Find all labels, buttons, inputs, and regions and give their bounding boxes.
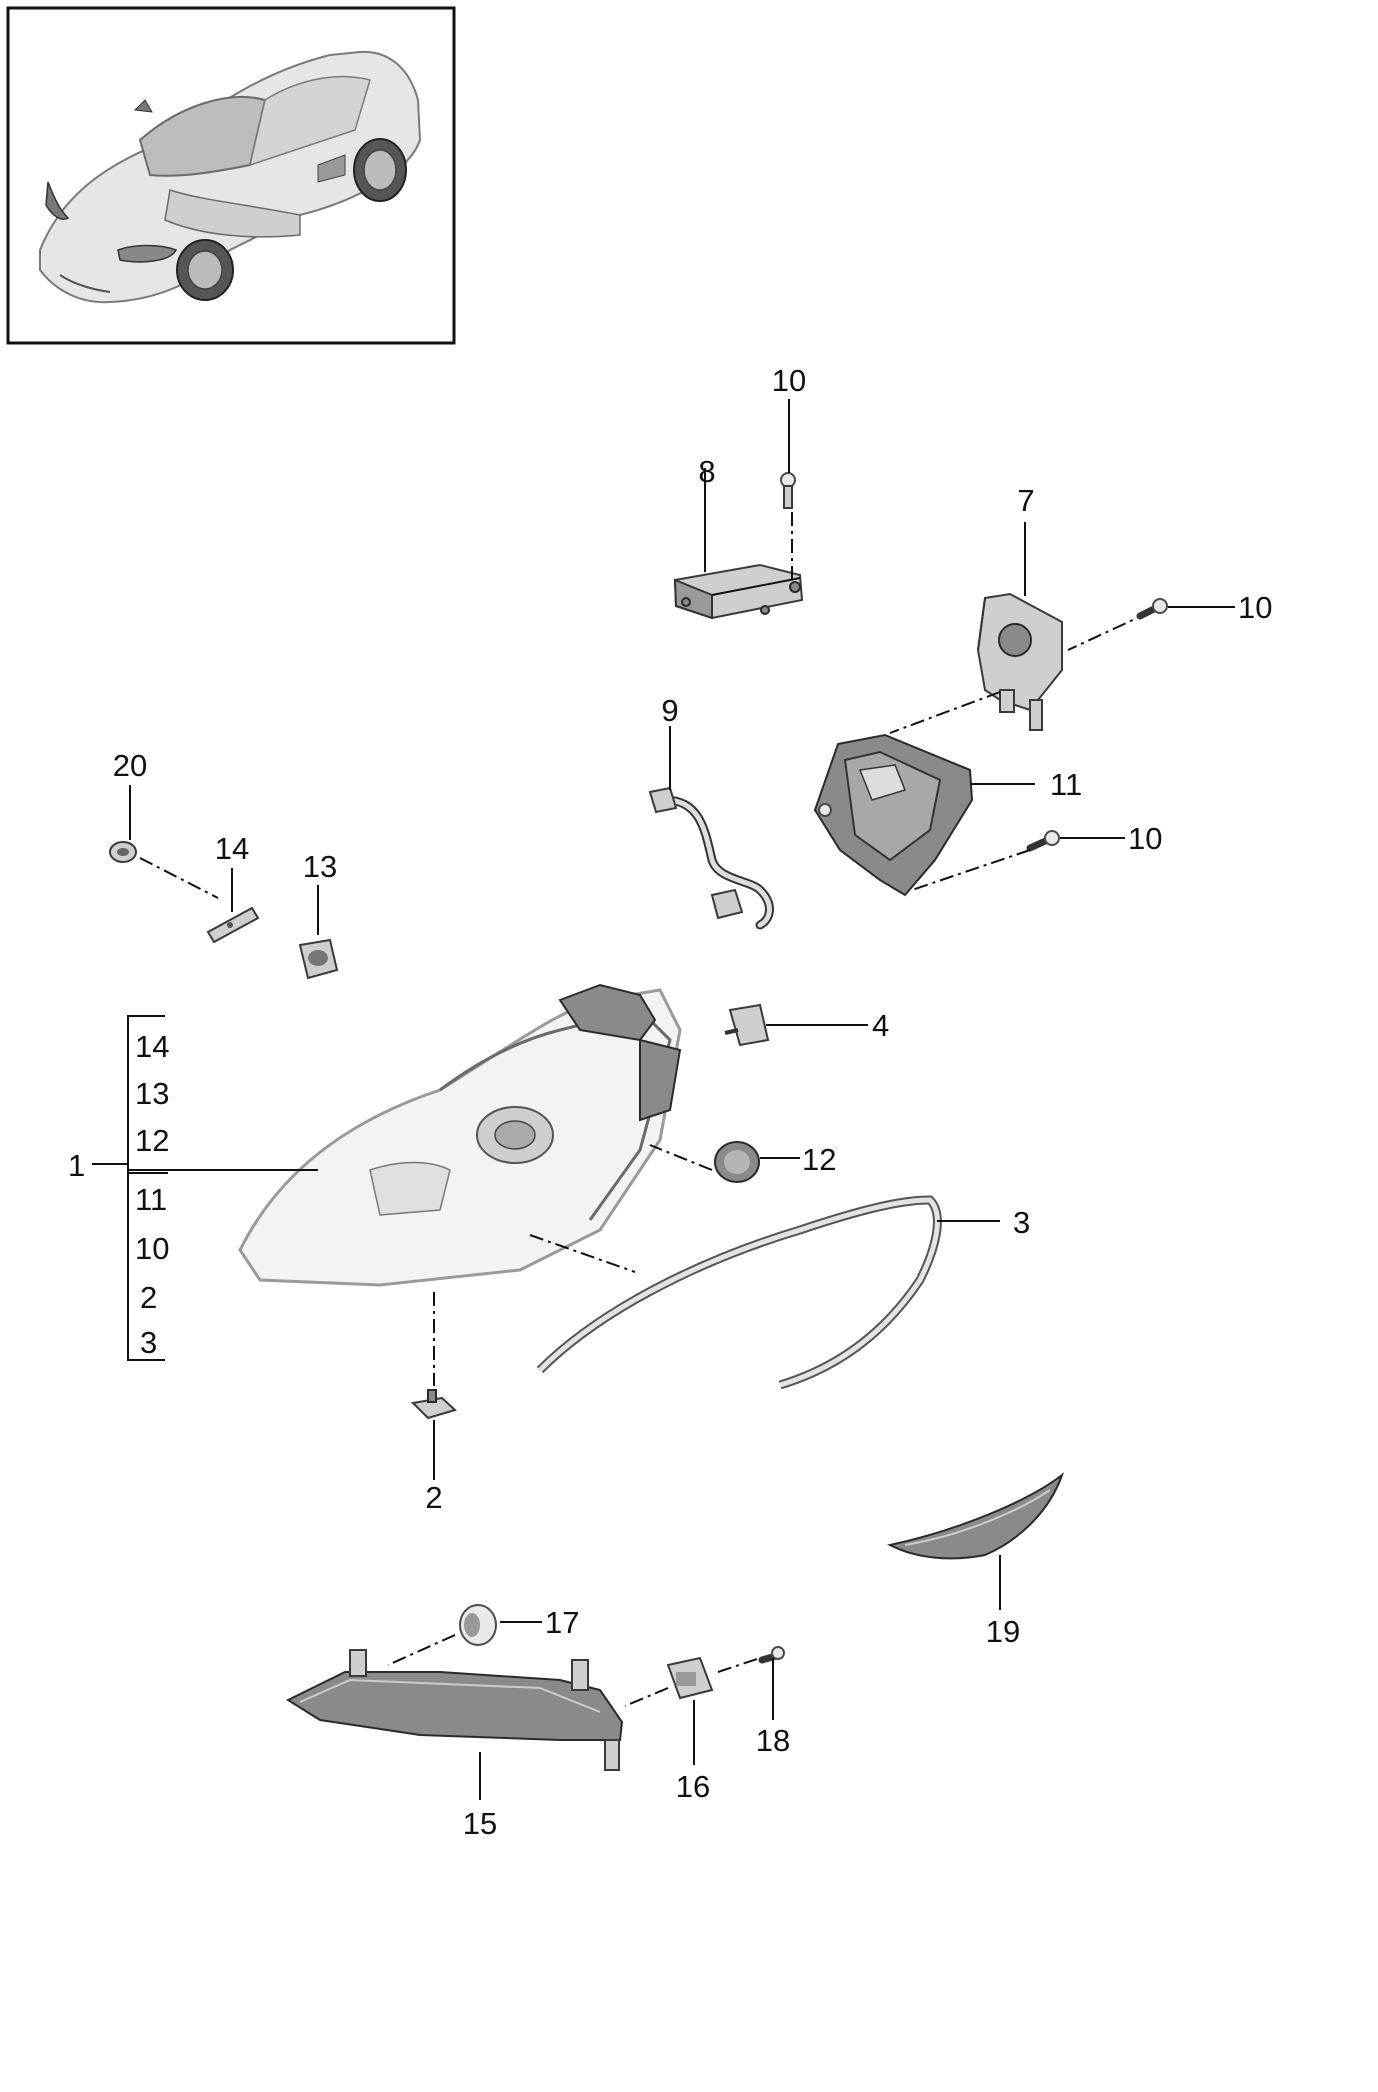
callout-15: 15 xyxy=(463,1806,497,1841)
assembly-item: 12 xyxy=(135,1123,169,1158)
vehicle-thumbnail xyxy=(6,6,456,345)
assembly-item: 10 xyxy=(135,1231,169,1266)
callout-10-top: 10 xyxy=(772,363,806,398)
callout-2: 2 xyxy=(425,1480,442,1515)
callout-7: 7 xyxy=(1017,483,1034,518)
callout-10-right: 10 xyxy=(1238,590,1272,625)
part-headlight xyxy=(238,983,682,1287)
part-screw xyxy=(780,472,796,509)
callout-13: 13 xyxy=(303,849,337,884)
callout-10-lower: 10 xyxy=(1128,821,1162,856)
callout-11: 11 xyxy=(1050,767,1082,802)
part-control-unit xyxy=(673,563,804,620)
part-daytime-light xyxy=(285,1649,624,1771)
callout-14: 14 xyxy=(215,831,249,866)
part-grommet xyxy=(109,841,137,863)
assembly-item: 3 xyxy=(140,1325,157,1360)
callout-3: 3 xyxy=(1013,1205,1030,1240)
callout-18: 18 xyxy=(756,1723,790,1758)
callout-1: 1 xyxy=(68,1148,85,1183)
part-bulb xyxy=(724,1003,770,1047)
part-screw xyxy=(1136,598,1168,620)
callout-8: 8 xyxy=(698,454,715,489)
part-clip-nut xyxy=(410,1389,457,1420)
part-socket xyxy=(666,1656,714,1700)
callout-17: 17 xyxy=(545,1605,579,1640)
assembly-item: 11 xyxy=(135,1182,167,1217)
part-bracket xyxy=(976,592,1063,731)
callout-20: 20 xyxy=(113,748,147,783)
assembly-list xyxy=(92,1015,318,1361)
callout-19: 19 xyxy=(986,1614,1020,1649)
part-housing xyxy=(813,733,974,897)
part-seal xyxy=(536,1195,942,1390)
callout-16: 16 xyxy=(676,1769,710,1804)
assembly-item: 13 xyxy=(135,1076,169,1111)
callout-12: 12 xyxy=(802,1142,836,1177)
part-cover-cap xyxy=(714,1141,760,1183)
part-clip xyxy=(206,906,260,944)
part-screw xyxy=(1026,830,1060,852)
part-cap xyxy=(298,938,339,980)
car-illustration xyxy=(39,50,422,304)
part-screw xyxy=(758,1646,785,1664)
part-wiring-harness xyxy=(648,786,774,930)
assembly-item: 14 xyxy=(135,1029,169,1064)
callout-9: 9 xyxy=(661,693,678,728)
part-side-marker xyxy=(887,1472,1065,1560)
part-grommet xyxy=(459,1604,497,1646)
callout-4: 4 xyxy=(872,1008,889,1043)
assembly-item: 2 xyxy=(140,1280,157,1315)
